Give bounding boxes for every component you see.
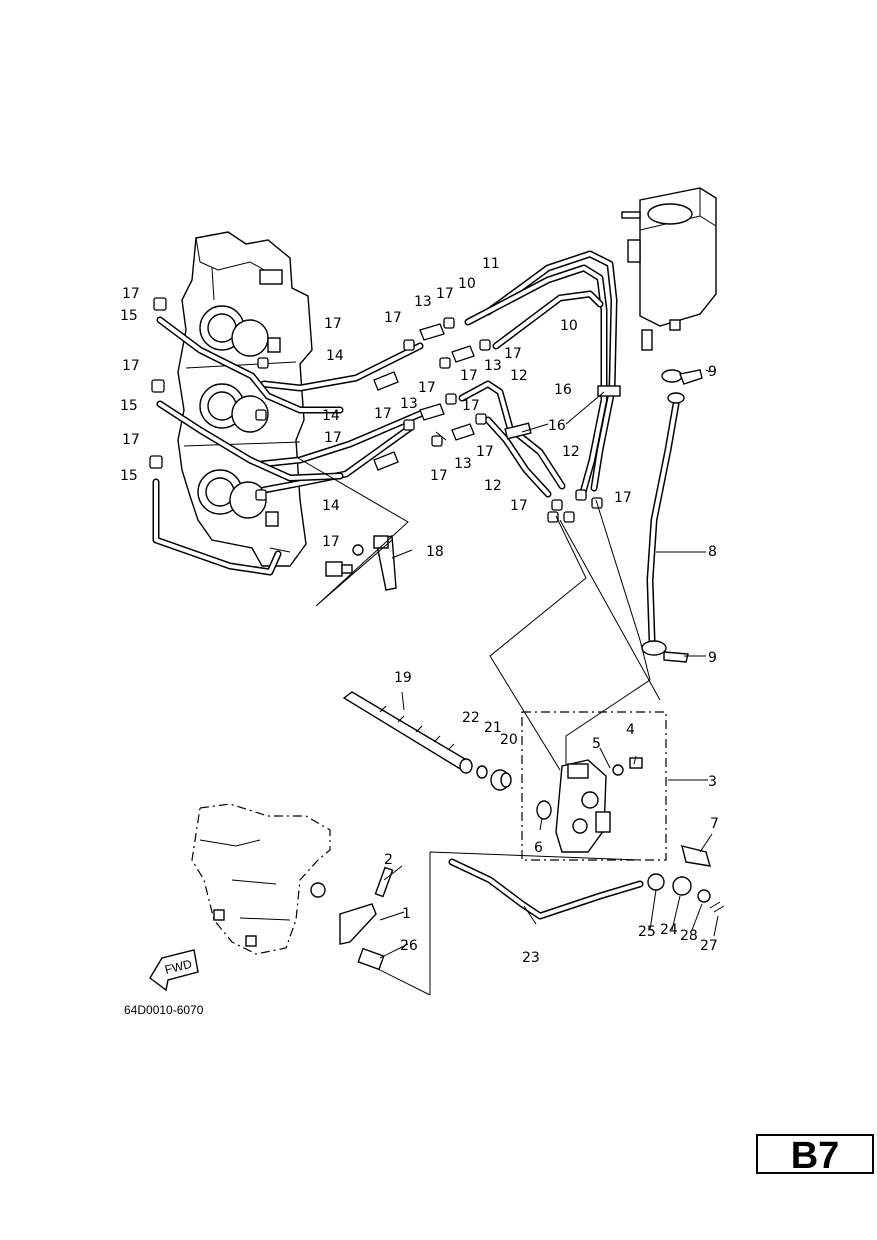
callout-17a: 17 — [122, 286, 140, 302]
callout-26: 26 — [400, 938, 418, 954]
fwd-arrow: FWD — [149, 949, 199, 992]
callout-20: 20 — [500, 732, 518, 748]
callout-12b: 12 — [562, 444, 580, 460]
callout-12c: 12 — [484, 478, 502, 494]
callout-24: 24 — [660, 922, 678, 938]
callout-17h: 17 — [418, 380, 436, 396]
callout-13b: 13 — [484, 358, 502, 374]
pump-shaft — [342, 691, 472, 771]
callout-22: 22 — [462, 710, 480, 726]
callout-17k: 17 — [324, 430, 342, 446]
callout-14b: 14 — [322, 408, 340, 424]
callout-10a: 10 — [458, 276, 476, 292]
callout-8: 8 — [708, 544, 717, 560]
callout-15c: 15 — [120, 468, 138, 484]
callout-labels: 1 2 3 4 5 6 7 8 9 9 10 10 11 12 12 12 13… — [120, 256, 719, 966]
callout-17o: 17 — [510, 498, 528, 514]
link-rod — [448, 858, 725, 920]
callout-17l: 17 — [122, 432, 140, 448]
callout-1: 1 — [402, 906, 411, 922]
callout-9b: 9 — [708, 650, 717, 666]
callout-19: 19 — [394, 670, 412, 686]
drawing-code: 64D0010-6070 — [124, 1003, 204, 1017]
callout-23: 23 — [522, 950, 540, 966]
page-tag: B7 — [756, 1134, 874, 1177]
callout-15b: 15 — [120, 398, 138, 414]
callout-17g: 17 — [460, 368, 478, 384]
page-tag-label: B7 — [790, 1135, 840, 1177]
callout-17m: 17 — [476, 444, 494, 460]
callout-14c: 14 — [322, 498, 340, 514]
callout-2: 2 — [384, 852, 393, 868]
callout-14a: 14 — [326, 348, 344, 364]
oil-tank — [621, 187, 717, 351]
callout-6: 6 — [534, 840, 543, 856]
callout-17b: 17 — [324, 316, 342, 332]
carburetor-area — [191, 803, 394, 971]
cylinder-block — [177, 231, 313, 567]
callout-leaders — [379, 369, 719, 959]
oil-hoses — [152, 250, 680, 644]
callout-18: 18 — [426, 544, 444, 560]
callout-12a: 12 — [510, 368, 528, 384]
callout-16b: 16 — [548, 418, 566, 434]
hose-clips — [641, 369, 703, 663]
callout-17q: 17 — [322, 534, 340, 550]
callout-21: 21 — [484, 720, 502, 736]
callout-17i: 17 — [374, 406, 392, 422]
callout-16a: 16 — [554, 382, 572, 398]
fwd-label: FWD — [163, 957, 193, 977]
callout-13d: 13 — [454, 456, 472, 472]
callout-25: 25 — [638, 924, 656, 940]
callout-13a: 13 — [414, 294, 432, 310]
callout-17p: 17 — [614, 490, 632, 506]
callout-4: 4 — [626, 722, 635, 738]
callout-28: 28 — [680, 928, 698, 944]
callout-27: 27 — [700, 938, 718, 954]
callout-13c: 13 — [400, 396, 418, 412]
callout-17f: 17 — [504, 346, 522, 362]
callout-9a: 9 — [708, 364, 717, 380]
callout-17j: 17 — [462, 398, 480, 414]
oil-pump-assembly — [521, 711, 711, 867]
callout-5: 5 — [592, 736, 601, 752]
bracket — [325, 535, 397, 591]
seals — [459, 758, 552, 820]
callout-17c: 17 — [384, 310, 402, 326]
callout-15a: 15 — [120, 308, 138, 324]
callout-17n: 17 — [430, 468, 448, 484]
callout-17e: 17 — [122, 358, 140, 374]
callout-7: 7 — [710, 816, 719, 832]
callout-11: 11 — [482, 256, 500, 272]
callout-17d: 17 — [436, 286, 454, 302]
callout-3: 3 — [708, 774, 717, 790]
callout-10b: 10 — [560, 318, 578, 334]
fittings — [149, 297, 603, 523]
leader-lines — [297, 457, 661, 996]
